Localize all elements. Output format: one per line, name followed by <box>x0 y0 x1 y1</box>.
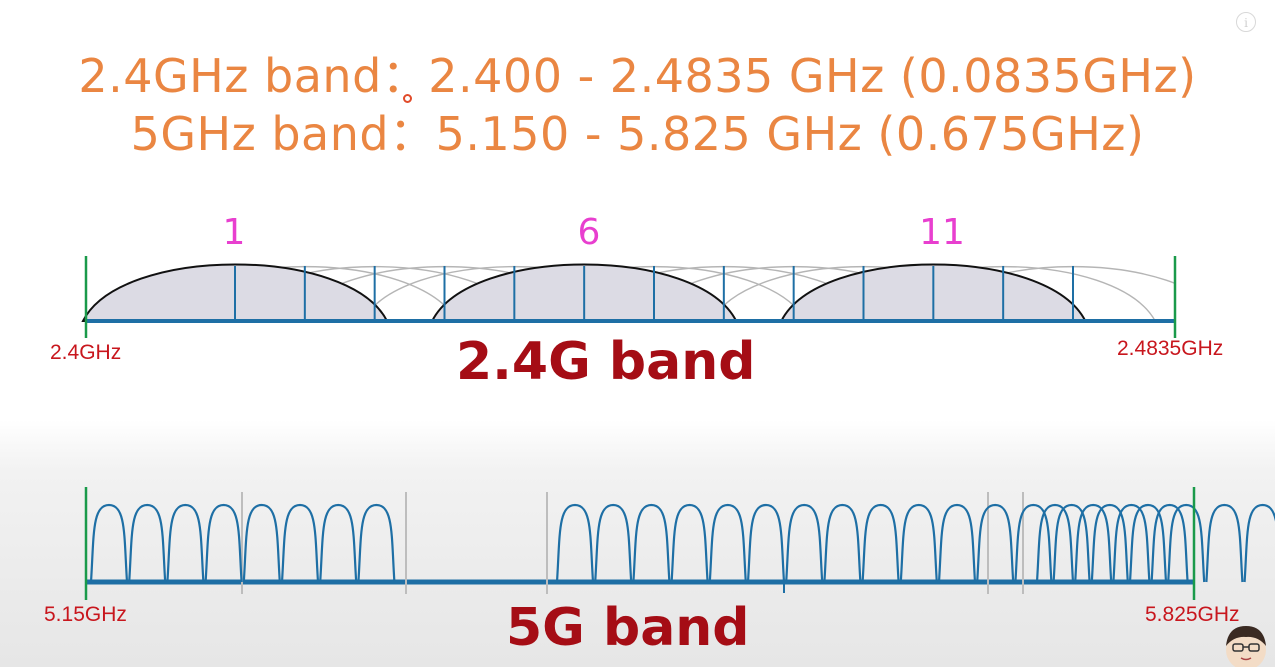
presenter-avatar-icon <box>1222 618 1270 667</box>
band5-channel-shape <box>823 503 862 583</box>
band24-title: 2.4G band <box>456 332 756 392</box>
header-line-24ghz: 2.4GHz band：2.400 - 2.4835 GHz (0.0835GH… <box>78 49 1197 103</box>
band5-channel-shape <box>937 503 977 583</box>
info-icon[interactable]: i <box>1236 12 1256 32</box>
channel-label-11: 11 <box>919 212 965 253</box>
band5-channel-shape <box>1150 503 1189 583</box>
header-line-5ghz: 5GHz band：5.150 - 5.825 GHz (0.675GHz) <box>130 107 1145 161</box>
band5-end-label: 5.825GHz <box>1145 603 1240 626</box>
band5-channel-shape <box>242 503 281 583</box>
band5-channel-shape <box>280 503 320 583</box>
band5-channel-shape <box>89 503 129 583</box>
band5-channel-shape <box>128 503 167 583</box>
channel-label-1: 1 <box>222 212 246 253</box>
band5-channel-shape <box>746 503 786 583</box>
band5-channel-shape <box>899 503 938 583</box>
band5-channel-shape <box>976 503 1015 583</box>
band-5-diagram <box>84 487 1275 600</box>
channel-label-6: 6 <box>577 212 601 253</box>
band5-channel-shape <box>1205 503 1244 583</box>
band5-channel-shape <box>861 503 900 583</box>
band5-channel-shape <box>670 503 709 583</box>
band5-channel-shape <box>1112 503 1151 583</box>
band5-channel-shape <box>1014 503 1053 583</box>
band5-channel-shape <box>594 503 633 583</box>
band5-channel-shape <box>1035 503 1075 583</box>
band5-channel-shape <box>1090 503 1129 583</box>
band5-channel-shape <box>1167 503 1206 583</box>
band-24-diagram <box>81 256 1177 338</box>
band5-channel-shape <box>1074 503 1113 583</box>
band5-channel-shape <box>204 503 243 583</box>
band5-channel-shape <box>357 503 396 583</box>
band5-channel-shape <box>319 503 358 583</box>
band5-channel-shape <box>1128 503 1168 583</box>
band5-channel-shape <box>1052 503 1091 583</box>
band5-channel-shape <box>708 503 747 583</box>
band5-channel-shape <box>555 503 595 583</box>
band5-channel-shape <box>166 503 205 583</box>
band5-start-label: 5.15GHz <box>44 603 127 626</box>
band5-channel-shape <box>785 503 824 583</box>
band24-start-label: 2.4GHz <box>50 341 122 364</box>
band24-end-label: 2.4835GHz <box>1117 337 1224 360</box>
cursor-indicator-icon <box>403 94 412 103</box>
band5-title: 5G band <box>506 598 750 658</box>
band5-channel-shape <box>1243 503 1275 583</box>
band5-channel-shape <box>632 503 671 583</box>
